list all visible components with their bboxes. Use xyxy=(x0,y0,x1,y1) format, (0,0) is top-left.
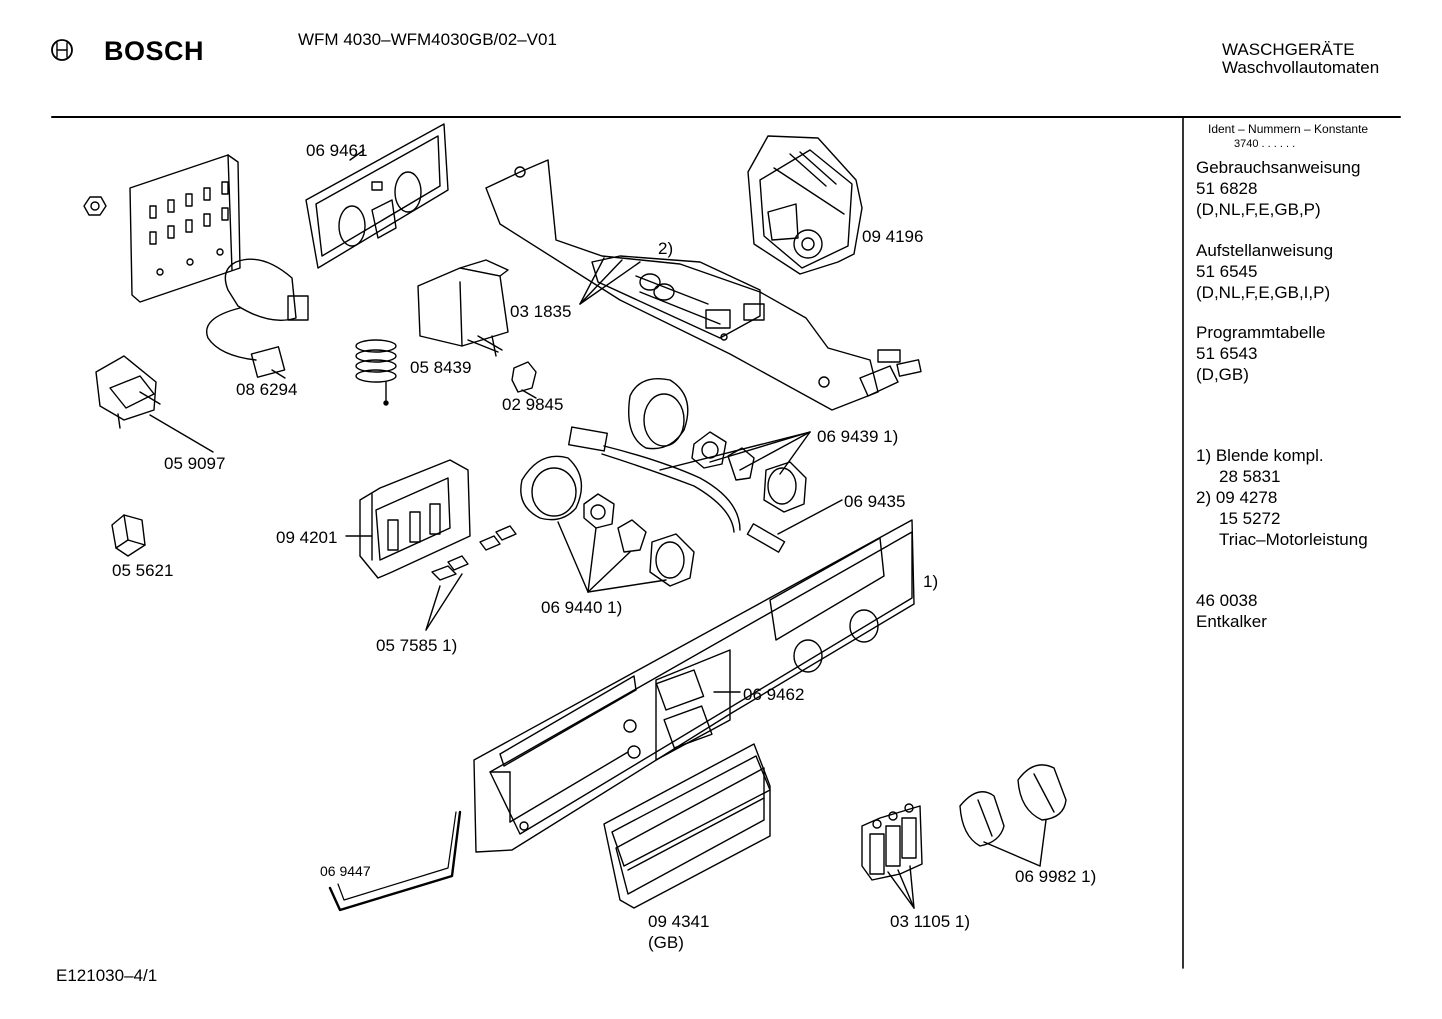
category-title: WASCHGERÄTE xyxy=(1222,40,1355,59)
part-label: 09 4341 xyxy=(648,912,710,931)
doc-languages: (D,NL,F,E,GB,I,P) xyxy=(1196,283,1331,302)
extra-part-number: 46 0038 xyxy=(1196,591,1258,610)
part-label: 03 1835 xyxy=(510,302,572,321)
control-board-part xyxy=(485,159,922,411)
doc-languages: (D,NL,F,E,GB,P) xyxy=(1196,200,1321,219)
note-2: 2) 09 4278 xyxy=(1196,488,1278,507)
connector-part xyxy=(511,361,537,393)
brand-logo: BOSCH xyxy=(104,36,205,66)
part-label: 05 5621 xyxy=(112,561,174,580)
part-label: 06 9462 xyxy=(743,685,805,704)
sensor-board-part xyxy=(359,459,471,579)
note-1-number: 28 5831 xyxy=(1219,467,1281,486)
part-label: 05 7585 1) xyxy=(376,636,458,655)
drawing-id: E121030–4/1 xyxy=(56,966,158,985)
programmer-part xyxy=(747,135,863,275)
part-label: (GB) xyxy=(648,933,684,952)
part-label: 08 6294 xyxy=(236,380,298,399)
display-panel-part xyxy=(305,123,449,269)
knob-part-upper xyxy=(628,378,807,513)
drawer-front-part xyxy=(603,743,771,909)
clips-part xyxy=(431,525,517,581)
relay-part xyxy=(111,514,146,557)
doc-number: 51 6545 xyxy=(1196,262,1258,281)
category-subtitle: Waschvollautomaten xyxy=(1222,58,1380,77)
doc-languages: (D,GB) xyxy=(1196,365,1249,384)
part-label: 09 4196 xyxy=(862,227,924,246)
part-label: 06 9982 1) xyxy=(1015,867,1097,886)
pushbutton-part xyxy=(861,803,923,881)
part-label: 03 1105 1) xyxy=(890,912,971,931)
part-label: 02 9845 xyxy=(502,395,564,414)
capacitor-part xyxy=(206,258,309,378)
part-label: 06 9439 1) xyxy=(817,427,899,446)
spring-part xyxy=(355,339,397,406)
part-label: 05 8439 xyxy=(410,358,472,377)
bosch-logo-icon xyxy=(51,39,73,61)
model-number: WFM 4030–WFM4030GB/02–V01 xyxy=(298,30,557,49)
bracket-plate-part xyxy=(129,154,241,303)
extra-part-description: Entkalker xyxy=(1196,612,1267,631)
ident-value: 3740 . . . . . . xyxy=(1234,138,1296,150)
switch-part xyxy=(417,259,509,357)
part-label: 06 9461 xyxy=(306,141,368,160)
doc-number: 51 6543 xyxy=(1196,344,1258,363)
part-label: 1) xyxy=(923,572,939,591)
part-label: 2) xyxy=(658,239,674,258)
note-2-description: Triac–Motorleistung xyxy=(1219,530,1368,549)
front-fascia-part xyxy=(473,519,915,853)
doc-title: Gebrauchsanweisung xyxy=(1196,158,1361,177)
cable-part xyxy=(568,426,786,553)
knob-part-lower xyxy=(520,455,695,587)
nut-part xyxy=(83,196,107,216)
selector-knob-part xyxy=(959,764,1067,847)
part-label: 06 9447 xyxy=(320,863,371,879)
hose-part xyxy=(328,810,462,912)
doc-title: Aufstellanweisung xyxy=(1196,241,1334,260)
part-label: 06 9435 xyxy=(844,492,906,511)
doc-number: 51 6828 xyxy=(1196,179,1258,198)
part-label: 06 9440 1) xyxy=(541,598,623,617)
doc-title: Programmtabelle xyxy=(1196,323,1326,342)
part-label: 09 4201 xyxy=(276,528,338,547)
part-label: 05 9097 xyxy=(164,454,226,473)
note-2-number: 15 5272 xyxy=(1219,509,1281,528)
ident-title: Ident – Nummern – Konstante xyxy=(1208,122,1369,136)
note-1: 1) Blende kompl. xyxy=(1196,446,1324,465)
transformer-part xyxy=(95,355,161,429)
